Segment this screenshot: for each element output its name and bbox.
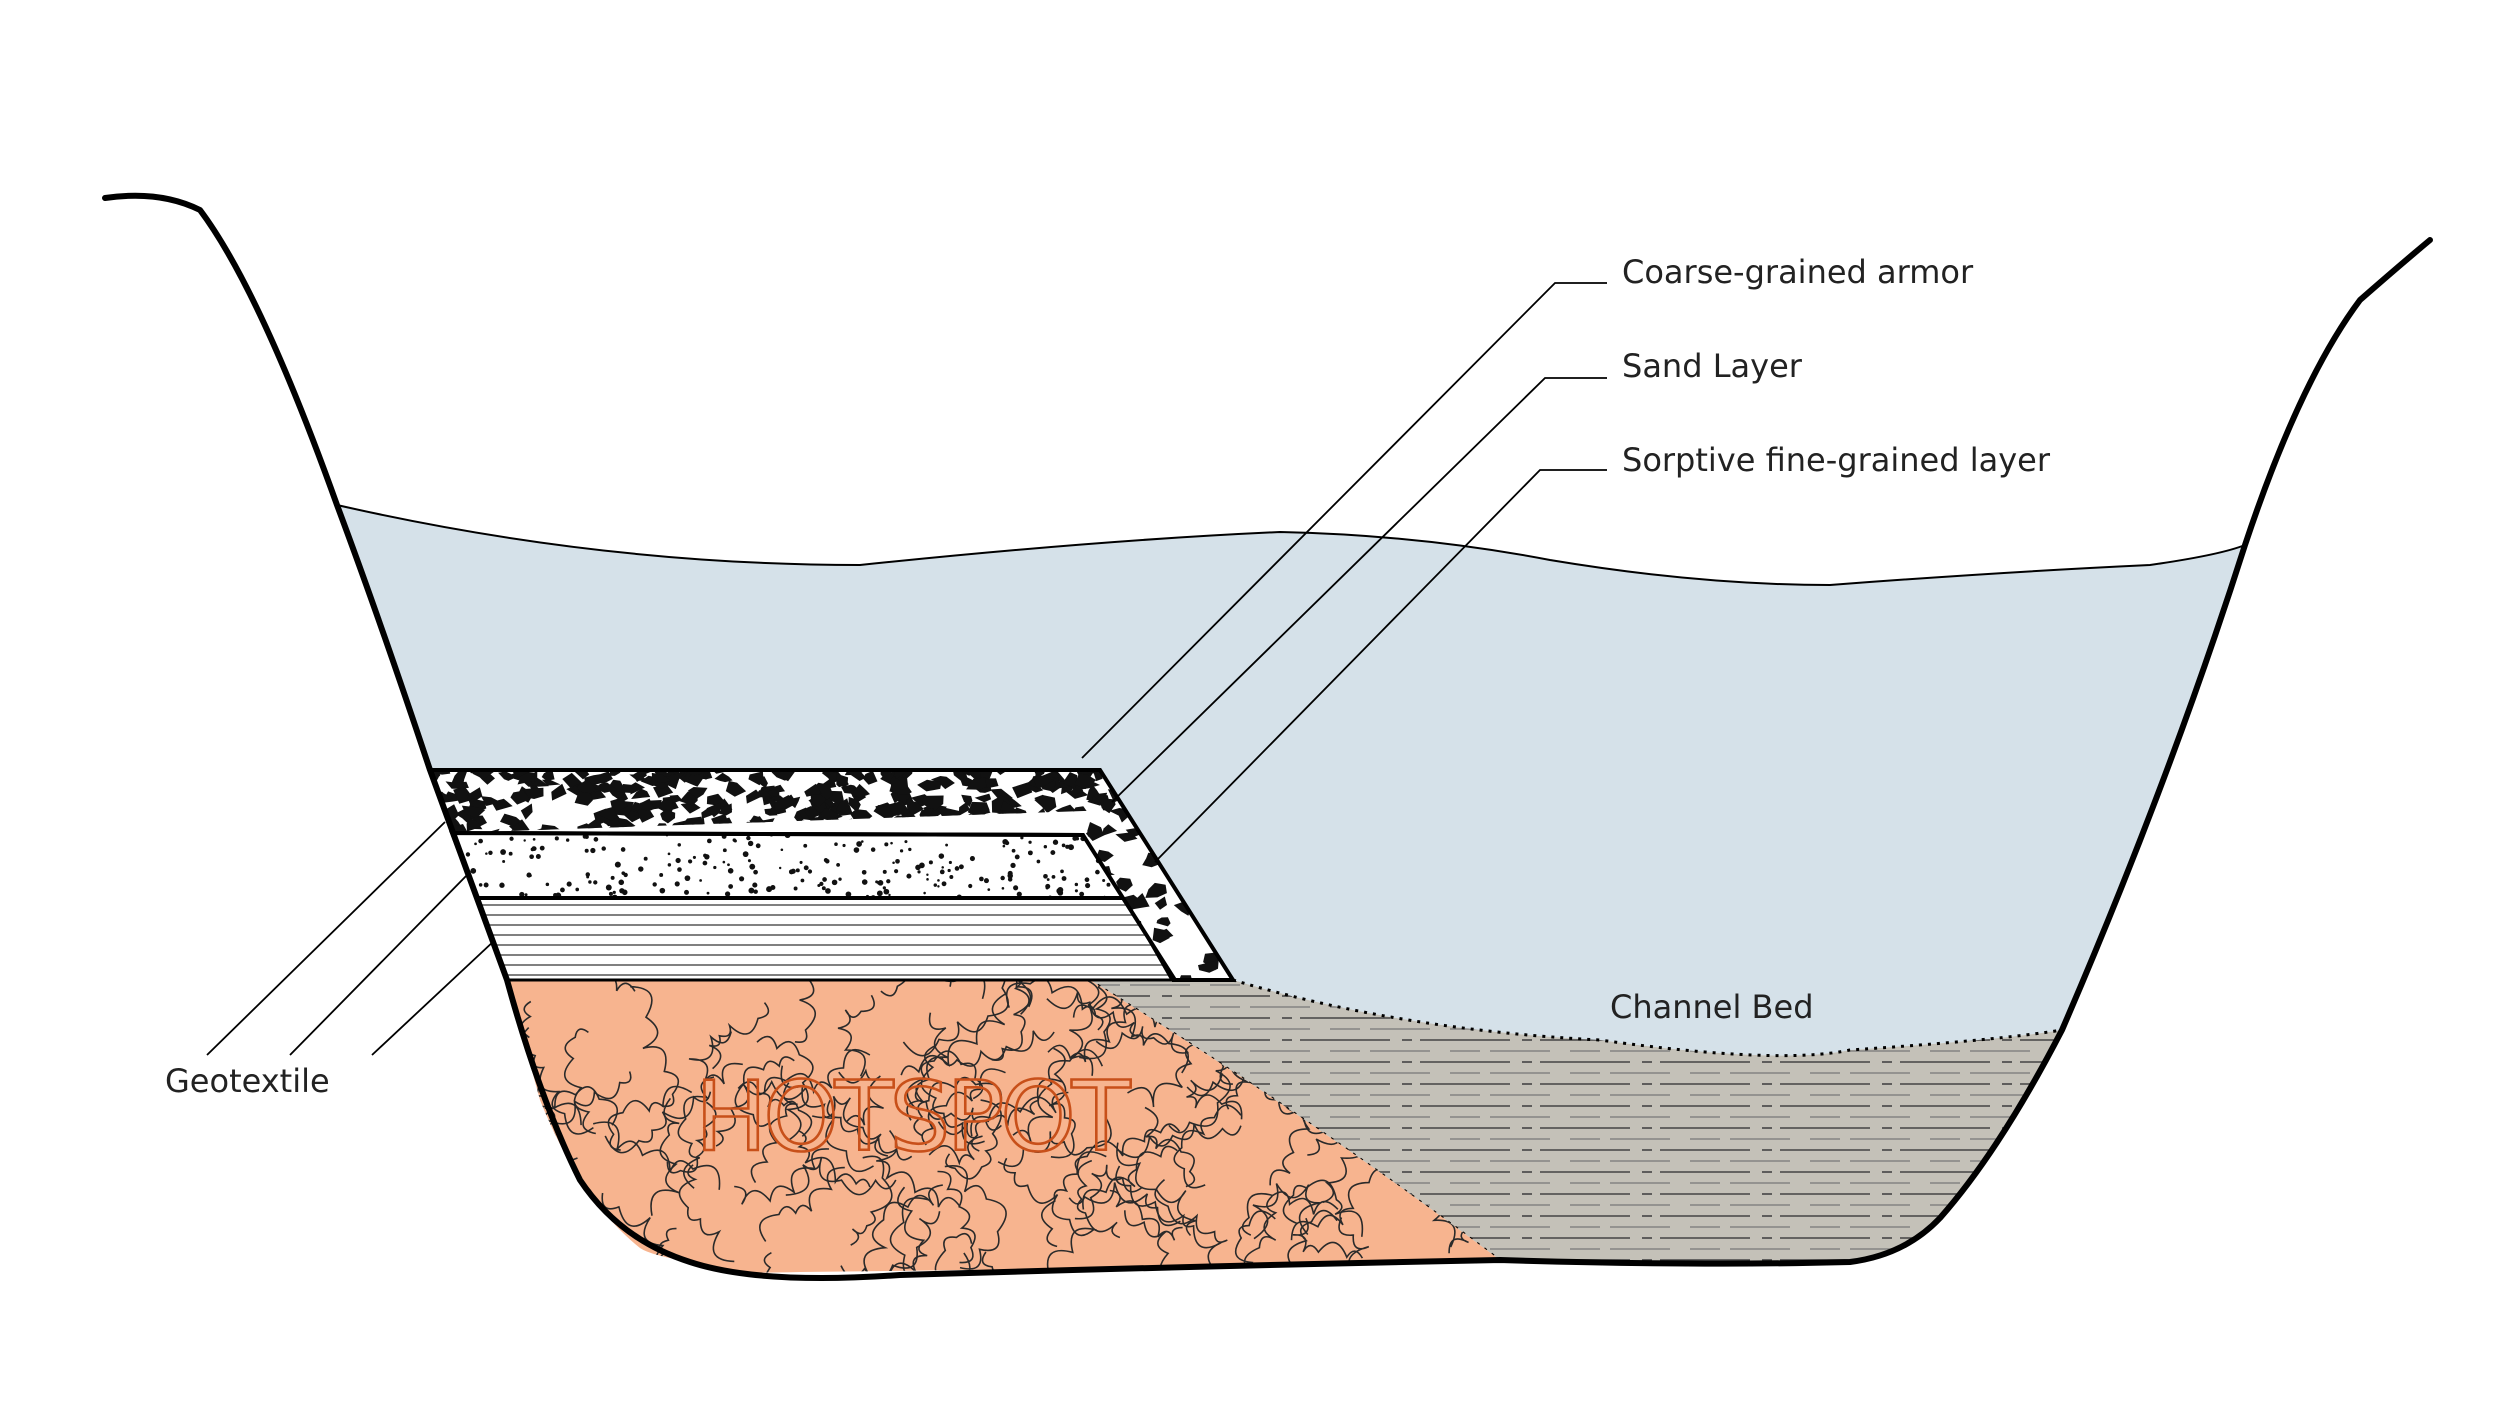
sand-layer [449, 830, 1129, 900]
coarse-grained-armor-layer [430, 768, 1237, 982]
sorptive-fine-grained-layer [474, 896, 1175, 982]
label-sand-layer: Sand Layer [1622, 347, 1803, 385]
water-surface-line [336, 504, 2246, 587]
leader-lines [206, 282, 1607, 1056]
hotspot-label: HOTSPOT [695, 1061, 1131, 1173]
label-channel-bed: Channel Bed [1610, 988, 1814, 1026]
channel-bank-outline [102, 192, 2433, 1281]
label-sorptive-fine-grained-layer: Sorptive fine-grained layer [1622, 441, 2051, 479]
label-geotextile: Geotextile [165, 1062, 330, 1100]
label-coarse-grained-armor: Coarse-grained armor [1622, 253, 1974, 291]
water-body [337, 505, 2245, 1056]
